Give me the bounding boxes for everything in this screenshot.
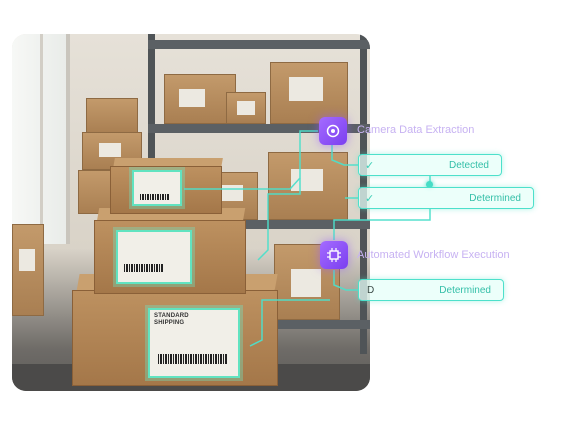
background-carton [270, 62, 348, 124]
chip-icon [320, 241, 348, 269]
result-detected: ✓ Detected [358, 154, 502, 176]
shipping-label-small [132, 170, 182, 206]
warehouse-photo: STANDARD SHIPPING [12, 34, 370, 391]
step-camera-data-extraction: Camera Data Extraction [357, 124, 475, 136]
small-box [110, 158, 223, 214]
background-carton [86, 98, 138, 134]
shelf-board [148, 124, 370, 133]
step-automated-workflow-execution: Automated Workflow Execution [357, 249, 510, 261]
background-carton [82, 132, 142, 170]
check-icon: ✓ [365, 192, 375, 205]
result-prefix: D [367, 284, 375, 296]
shelf-board [148, 40, 370, 49]
connector-dot [426, 181, 433, 188]
result-determined: ✓ Determined [358, 187, 534, 209]
result-status: Determined [469, 192, 521, 204]
medium-box [94, 208, 246, 294]
result-determined-final: D Determined [358, 279, 504, 301]
shipping-label-medium [116, 230, 192, 284]
camera-scan-icon [319, 117, 347, 145]
check-icon: ✓ [365, 159, 375, 172]
result-status: Detected [448, 159, 489, 171]
window [12, 34, 70, 244]
background-carton [268, 152, 348, 220]
background-carton [12, 224, 44, 316]
result-status: Determined [439, 284, 491, 296]
shipping-label-text: STANDARD SHIPPING [154, 313, 189, 326]
background-carton [226, 92, 266, 124]
shipping-label-large: STANDARD SHIPPING [148, 308, 240, 378]
